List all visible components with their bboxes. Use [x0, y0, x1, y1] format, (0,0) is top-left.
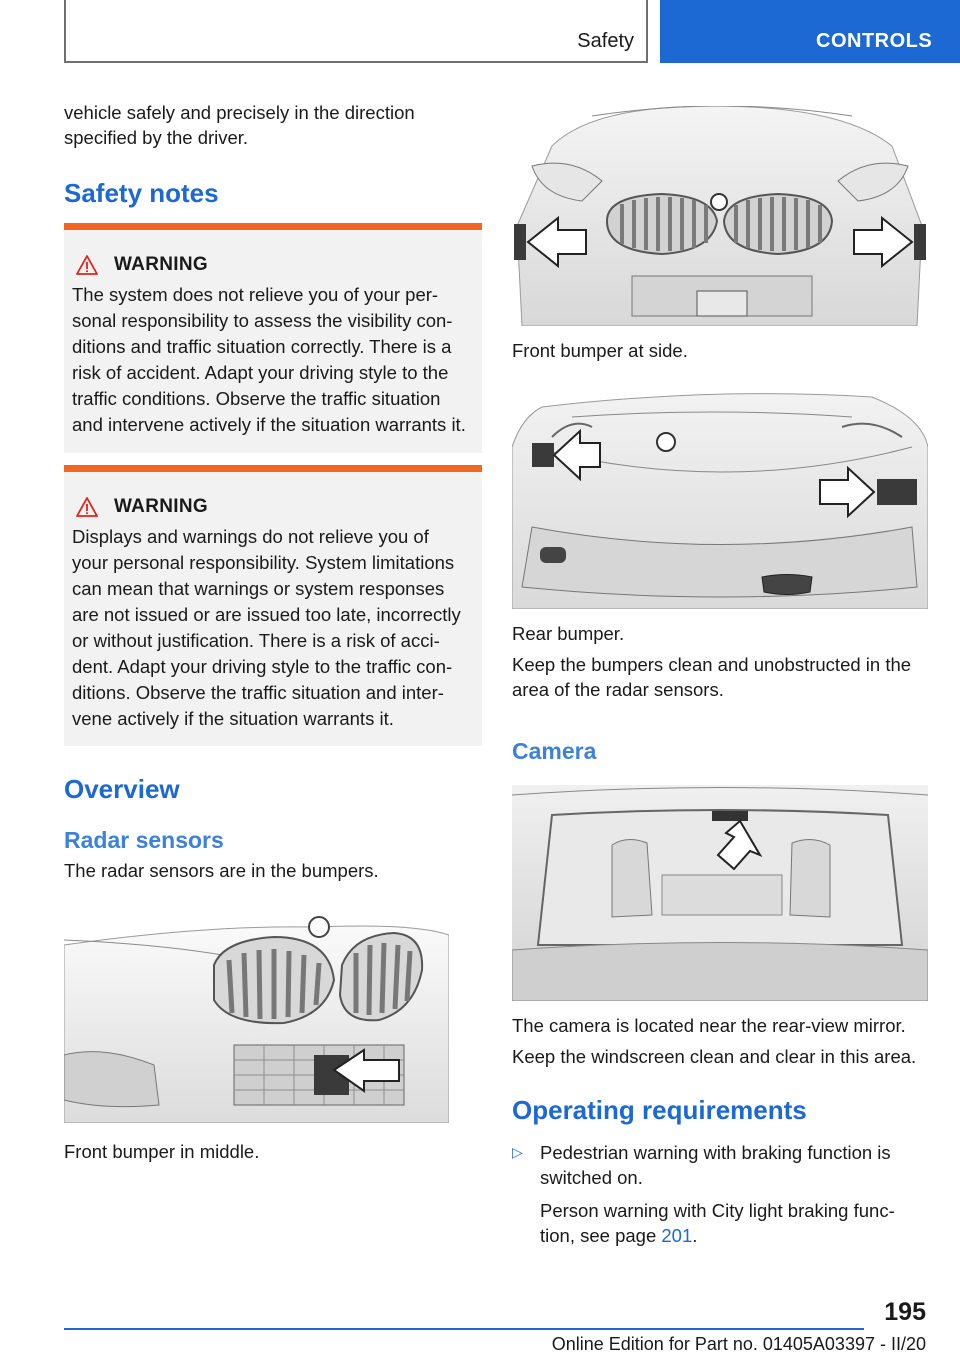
triangle-bullet-icon: ▷ [512, 1144, 523, 1160]
warning-box-2: WARNING Displays and warnings do not rel… [64, 465, 482, 746]
front-bumper-side-figure [512, 106, 928, 326]
requirement-text: Pedestrian warning with braking function… [540, 1142, 891, 1188]
warning-line: ditions and traffic situation correctly.… [72, 336, 452, 357]
front-bumper-middle-image [64, 905, 449, 1123]
warning-triangle-icon [76, 255, 98, 275]
warning-line: can mean that warnings or system respons… [72, 578, 445, 599]
header-frame [64, 0, 648, 63]
footer-divider [64, 1328, 864, 1330]
camera-image [512, 785, 928, 1001]
warning-line: ditions. Observe the traffic situation a… [72, 682, 444, 703]
right-column: Front bumper at side. Rear bumper. [512, 100, 928, 1248]
warning-box-1: WARNING The system does not relieve you … [64, 223, 482, 453]
warning-title-1: WARNING [114, 254, 208, 275]
requirement-list-item: ▷ Pedestrian warning with braking functi… [512, 1140, 928, 1248]
rear-bumper-figure [512, 387, 928, 609]
bumpers-instruction-text: Keep the bumpers clean and unobstructed … [512, 654, 912, 700]
warning-line: Displays and warnings do not relieve you… [72, 526, 429, 547]
radar-sensors-heading: Radar sensors [64, 827, 224, 853]
warning-line: risk of accident. Adapt your driving sty… [72, 362, 449, 383]
warning-line: traffic conditions. Observe the traffic … [72, 388, 441, 409]
warning-line: your personal responsibility. System lim… [72, 552, 455, 573]
camera-heading: Camera [512, 738, 597, 764]
radar-sensors-text: The radar sensors are in the bumpers. [64, 860, 379, 881]
header-chapter-label: CONTROLS [816, 30, 933, 52]
warning-line: vene actively if the situation warrants … [72, 708, 394, 729]
front-bumper-side-caption: Front bumper at side. [512, 340, 688, 361]
left-column: vehicle safely and precisely in the dire… [64, 100, 482, 1164]
safety-notes-heading: Safety notes [64, 178, 219, 208]
page-reference-link[interactable]: 201 [661, 1225, 693, 1246]
operating-requirements-heading: Operating requirements [512, 1095, 807, 1125]
camera-figure [512, 785, 928, 1001]
camera-caption: The camera is located near the rear-view… [512, 1015, 906, 1036]
warning-line: are not issued or are issued too late, i… [72, 604, 461, 625]
camera-instruction-text: Keep the windscreen clean and clear in t… [512, 1046, 917, 1067]
requirement-subtext: Person warning with City light braking f… [540, 1198, 910, 1248]
front-bumper-middle-figure [64, 905, 449, 1123]
warning-line: or without justification. There is a ris… [72, 630, 440, 651]
front-bumper-middle-caption: Front bumper in middle. [64, 1141, 260, 1162]
warning-line: and intervene actively if the situation … [72, 414, 466, 435]
warning-line: The system does not relieve you of your … [72, 284, 439, 305]
page-number: 195 [884, 1298, 926, 1326]
rear-bumper-caption: Rear bumper. [512, 623, 625, 644]
overview-heading: Overview [64, 774, 180, 804]
requirement-subtext-label: Person warning with City light braking f… [540, 1200, 895, 1246]
warning-title-2: WARNING [114, 496, 208, 517]
footer-edition: Online Edition for Part no. 01405A03397 … [551, 1334, 926, 1354]
warning-triangle-icon [76, 497, 98, 517]
header-chapter-tab[interactable]: CONTROLS [660, 0, 960, 63]
intro-text: vehicle safely and precisely in the dire… [64, 102, 415, 148]
warning-line: sonal responsibility to assess the visib… [72, 310, 453, 331]
requirement-subtext-end: . [692, 1225, 698, 1246]
front-bumper-side-image [512, 106, 928, 326]
header-section-title: Safety [577, 30, 634, 52]
warning-line: dent. Adapt your driving style to the tr… [72, 656, 453, 677]
rear-bumper-image [512, 387, 928, 609]
